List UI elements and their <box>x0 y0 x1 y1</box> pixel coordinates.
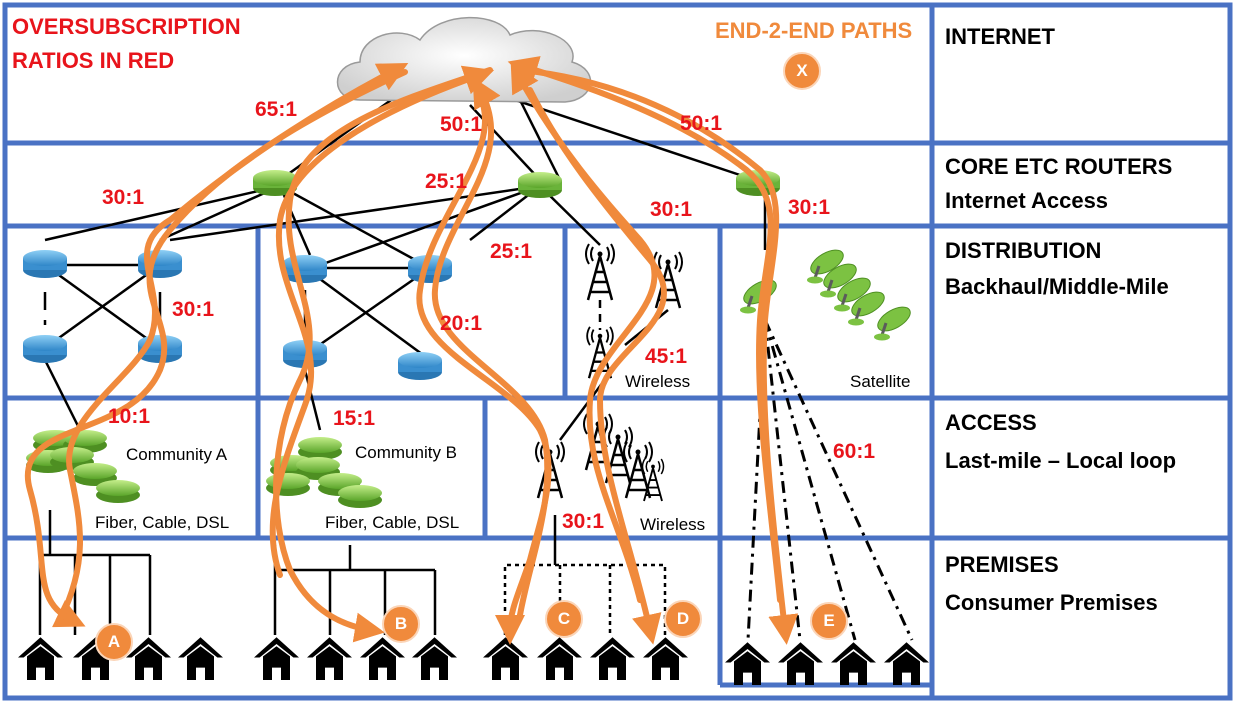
end-to-end-paths <box>24 56 799 645</box>
path-b-up <box>269 65 495 578</box>
layer-core-title: CORE ETC ROUTERS <box>945 154 1173 179</box>
layer-access-subtitle: Last-mile – Local loop <box>945 448 1177 473</box>
layer-core-subtitle: Internet Access <box>945 188 1109 213</box>
core-router-left <box>253 170 297 196</box>
ratio-access-satellite: 60:1 <box>833 440 876 463</box>
ratio-dist-wireless: 45:1 <box>645 345 688 368</box>
layer-internet-title: INTERNET <box>945 24 1055 49</box>
label-wireless-access: Wireless <box>640 515 706 534</box>
legend-oversubscription-line1: OVERSUBSCRIPTION <box>12 14 241 39</box>
ratio-access-b: 15:1 <box>333 407 376 430</box>
path-d-up <box>510 61 658 603</box>
router-b1 <box>283 255 327 283</box>
badge-endpoint-a: A <box>95 623 133 661</box>
access-routers-community-a <box>26 430 140 503</box>
router-b4 <box>398 352 442 380</box>
ratio-cloud-right: 50:1 <box>680 112 723 135</box>
label-fiber-b: Fiber, Cable, DSL <box>325 513 460 532</box>
ratio-dist-b-upper: 25:1 <box>490 240 533 263</box>
badge-endpoint-e: E <box>810 602 848 640</box>
layer-distribution-subtitle: Backhaul/Middle-Mile <box>945 274 1169 299</box>
ratio-dist-b-lower: 20:1 <box>440 312 483 335</box>
path-c-up <box>431 76 551 618</box>
label-fiber-a: Fiber, Cable, DSL <box>95 513 230 532</box>
label-community-a: Community A <box>126 445 228 464</box>
layer-premises-title: PREMISES <box>945 552 1059 577</box>
ratio-cloud-center: 50:1 <box>440 113 483 136</box>
internet-cloud <box>336 16 592 103</box>
ratio-core-left: 30:1 <box>102 186 145 209</box>
ratio-cloud-left: 65:1 <box>255 98 298 121</box>
label-satellite: Satellite <box>850 372 911 391</box>
badge-endpoint-d: D <box>664 600 702 638</box>
router-a1 <box>23 250 67 278</box>
ratio-access-wireless: 30:1 <box>562 510 605 533</box>
legend-end-to-end-paths: END-2-END PATHS <box>715 18 913 43</box>
label-community-b: Community B <box>355 443 458 462</box>
badge-internet-x: X <box>783 52 821 90</box>
path-a-up <box>57 63 409 623</box>
ratio-core-wireless: 30:1 <box>650 198 693 221</box>
layer-distribution-title: DISTRIBUTION <box>945 238 1102 263</box>
layer-access-title: ACCESS <box>945 410 1037 435</box>
distribution-routers <box>23 250 452 380</box>
router-a3 <box>23 335 67 363</box>
premises-houses <box>18 637 929 685</box>
path-d <box>527 87 667 645</box>
ratio-dist-a: 30:1 <box>172 298 215 321</box>
path-e-up <box>507 56 783 603</box>
core-router-center <box>518 172 562 198</box>
layer-premises-subtitle: Consumer Premises <box>945 590 1158 615</box>
ratio-core-center: 25:1 <box>425 170 468 193</box>
legend-oversubscription-line2: RATIOS IN RED <box>12 48 175 73</box>
label-wireless-distribution: Wireless <box>625 372 691 391</box>
badge-endpoint-b: B <box>382 605 420 643</box>
access-routers-community-b <box>266 437 382 508</box>
ratio-core-satellite: 30:1 <box>788 196 831 219</box>
badge-endpoint-c: C <box>545 600 583 638</box>
satellite-beams <box>746 319 914 641</box>
ratio-access-a: 10:1 <box>108 405 151 428</box>
